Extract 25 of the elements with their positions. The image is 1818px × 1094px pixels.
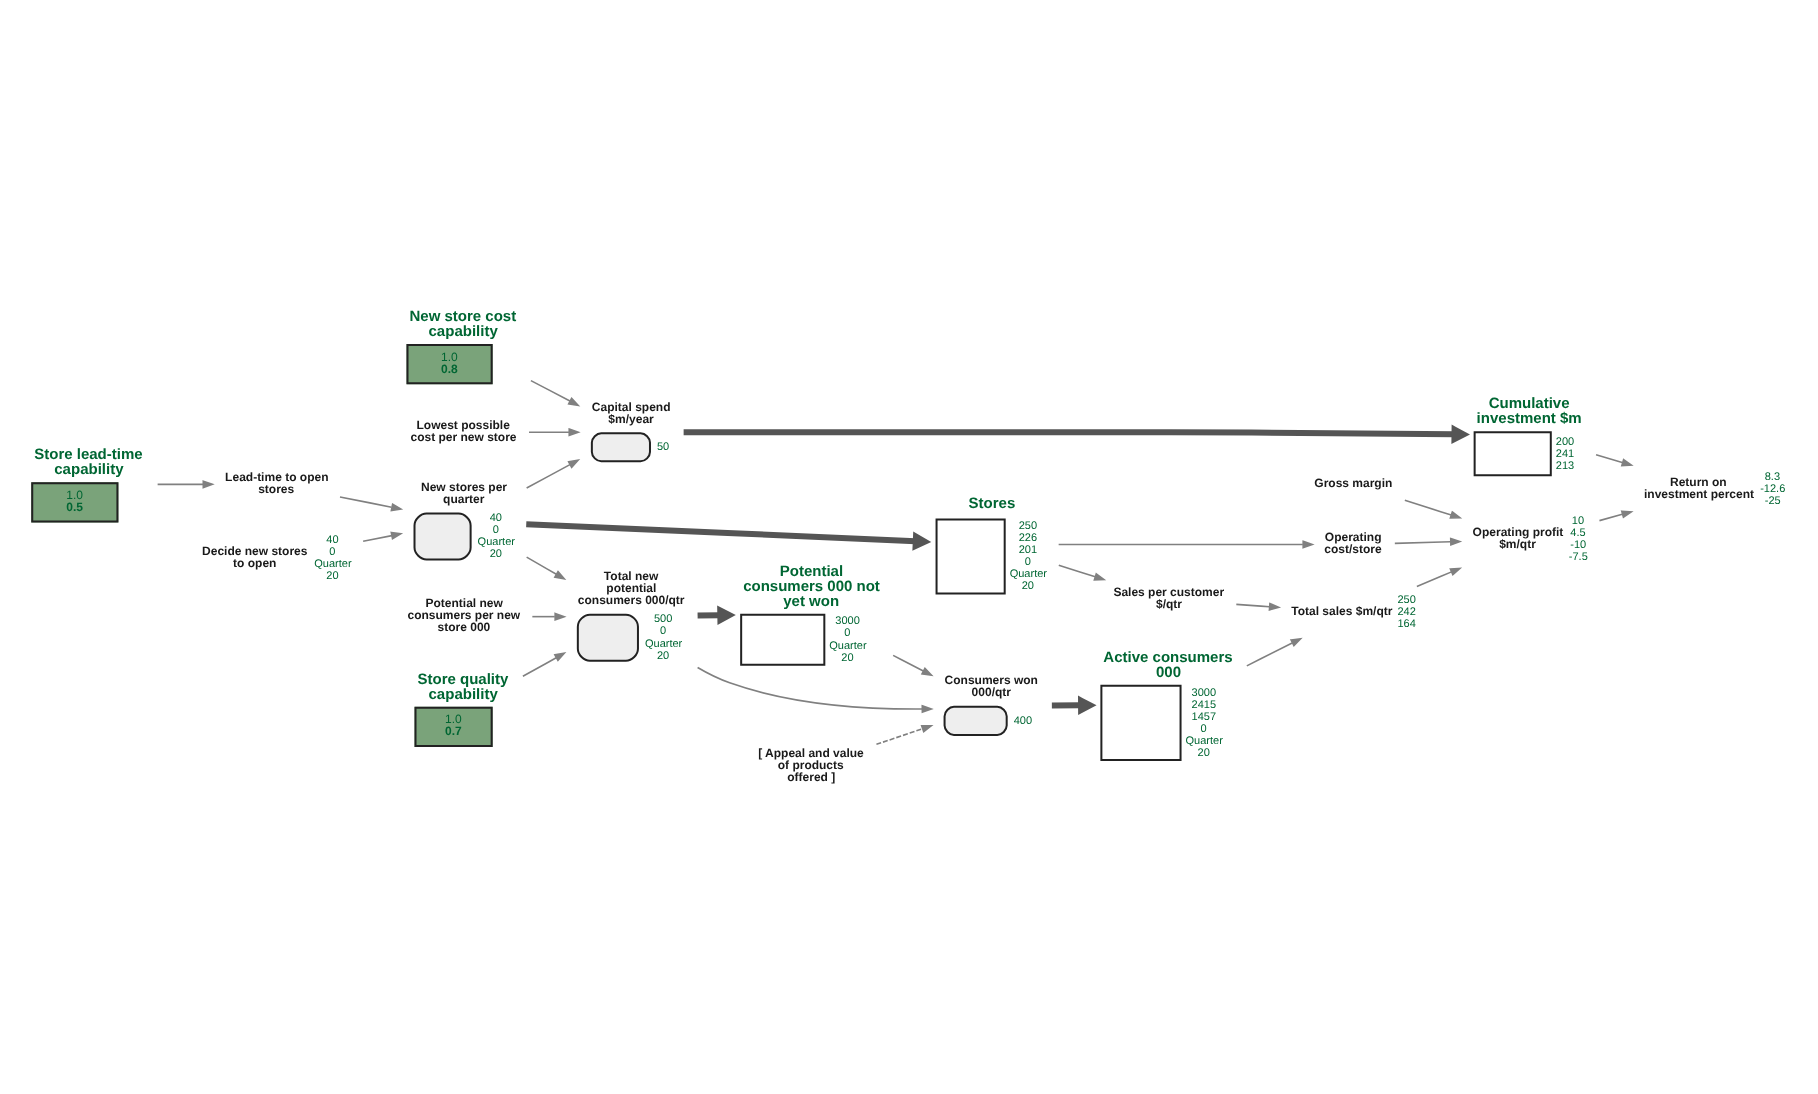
arrow [1235,602,1282,611]
arrow [362,531,404,543]
arrow [1057,540,1315,549]
arrow [525,556,567,580]
arrow [156,480,215,489]
arrow [1051,695,1097,716]
arrow [1246,637,1303,667]
arrow [522,652,567,678]
arrow [1404,499,1463,519]
arrow [1416,567,1463,588]
arrow [697,605,736,625]
arrow [1057,564,1107,581]
arrow [1394,537,1463,547]
arrow [339,496,404,512]
arrow [1598,510,1634,522]
arrow [892,654,934,677]
arrow [696,666,934,714]
arrow [530,379,581,407]
arrow [531,612,567,621]
arrow [875,724,934,746]
arrow [683,424,1470,444]
arrow [528,428,581,437]
arrow [525,459,581,489]
arrow [526,521,932,551]
arrow [1595,453,1634,467]
